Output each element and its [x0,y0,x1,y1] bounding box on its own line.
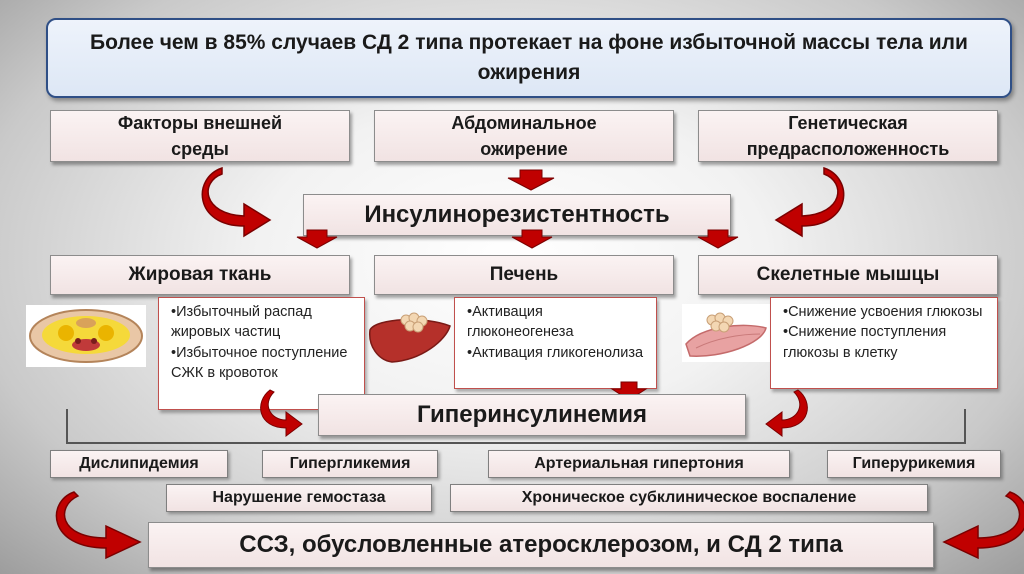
down-arrow-icon [697,229,739,249]
factor-genetics: Генетическая предрасположенность [698,110,998,162]
organ-muscle-label: Скелетные мышцы [756,264,940,285]
muscle-image [682,304,770,362]
outcome-hyperuricemia-label: Гиперурикемия [852,455,976,472]
outcome-dyslipidemia-label: Дислипидемия [79,455,199,472]
factor-abdominal-obesity: Абдоминальное ожирение [374,110,674,162]
adipose-detail-2: Избыточное поступление СЖК в кровоток [171,343,356,384]
outcome-hyperuricemia: Гиперурикемия [827,450,1001,478]
curved-arrow-icon [55,491,142,560]
headline-text: Более чем в 85% случаев СД 2 типа протек… [90,31,968,84]
liver-details: Активация глюконеогенеза Активация глико… [454,297,657,389]
organ-liver-label: Печень [489,264,559,285]
organ-muscle: Скелетные мышцы [698,255,998,295]
curved-arrow-icon [942,491,1024,560]
muscle-details: Снижение усвоения глюкозы Снижение посту… [770,297,998,389]
insulin-resistance-box: Инсулинорезистентность [303,194,731,236]
curved-arrow-icon [201,166,272,238]
outcome-hyperglycemia-label: Гипергликемия [289,455,411,472]
curved-arrow-icon [765,389,808,437]
bracket-line-bottom [66,442,966,444]
curved-arrow-icon [260,389,303,437]
organ-adipose-label: Жировая ткань [128,264,272,285]
adipose-details: Избыточный распад жировых частиц Избыточ… [158,297,365,410]
muscle-detail-1: Снижение усвоения глюкозы [783,302,989,322]
liver-detail-2: Активация гликогенолиза [467,343,648,363]
factor-genetics-label: Генетическая предрасположенность [746,112,950,159]
organ-adipose: Жировая ткань [50,255,350,295]
factor-environment-label: Факторы внешней среды [117,112,283,159]
liver-image [369,312,451,363]
factor-environment: Факторы внешней среды [50,110,350,162]
insulin-resistance-label: Инсулинорезистентность [364,201,670,228]
down-arrow-icon [511,229,553,249]
outcome-inflammation-label: Хроническое субклиническое воспаление [521,489,857,506]
liver-detail-1: Активация глюконеогенеза [467,302,648,343]
outcome-hemostasis: Нарушение гемостаза [166,484,432,512]
adipose-tissue-image [26,305,146,367]
outcome-dyslipidemia: Дислипидемия [50,450,228,478]
bracket-line-right [964,409,966,443]
hyperinsulinemia-box: Гиперинсулинемия [318,394,746,436]
outcome-hypertension: Артериальная гипертония [488,450,790,478]
outcome-hyperglycemia: Гипергликемия [262,450,438,478]
curved-arrow-icon [774,166,845,238]
down-arrow-icon [507,169,555,191]
bracket-line-left [66,409,68,443]
down-arrow-icon [296,229,338,249]
outcome-inflammation: Хроническое субклиническое воспаление [450,484,928,512]
hyperinsulinemia-label: Гиперинсулинемия [417,401,647,428]
muscle-detail-2: Снижение поступления глюкозы в клетку [783,322,989,363]
organ-liver: Печень [374,255,674,295]
outcome-hemostasis-label: Нарушение гемостаза [212,489,386,506]
headline-banner: Более чем в 85% случаев СД 2 типа протек… [46,18,1012,98]
final-outcome-label: ССЗ, обусловленные атеросклерозом, и СД … [239,531,843,558]
adipose-detail-1: Избыточный распад жировых частиц [171,302,356,343]
factor-abdominal-obesity-label: Абдоминальное ожирение [451,112,597,159]
outcome-hypertension-label: Артериальная гипертония [534,455,744,472]
final-outcome-box: ССЗ, обусловленные атеросклерозом, и СД … [148,522,934,568]
